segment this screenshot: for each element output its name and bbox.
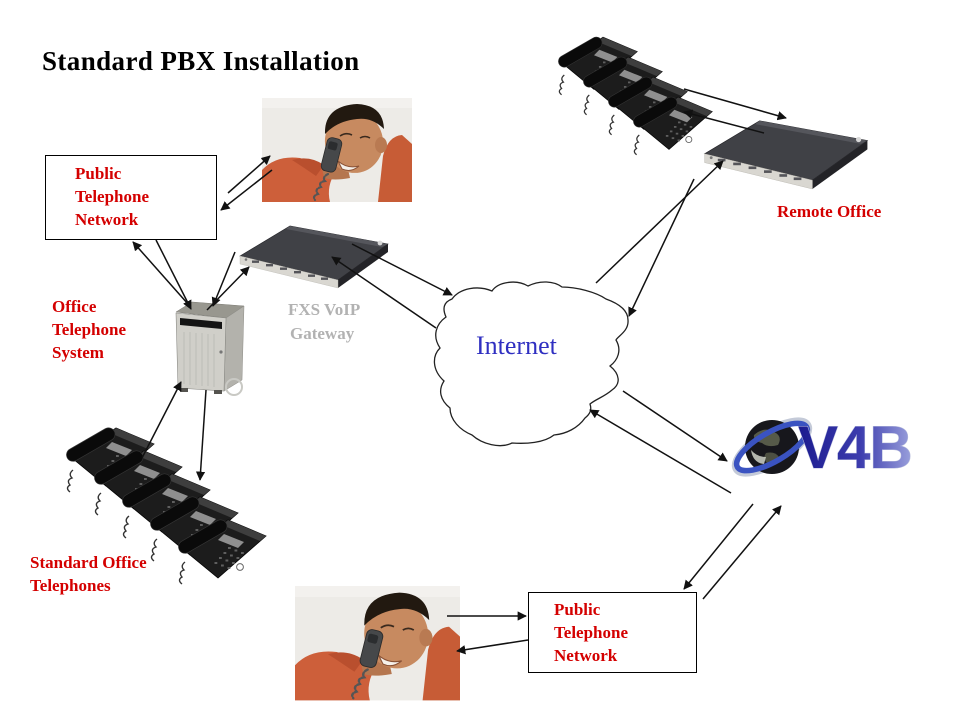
ptn-top-line-2: Telephone <box>75 187 150 206</box>
connector-arrow <box>132 241 189 305</box>
sot-line-1: Standard Office <box>30 553 147 572</box>
connector-arrow <box>220 169 273 211</box>
ots-line-1: Office <box>52 297 97 316</box>
internet-cloud <box>433 281 629 447</box>
remote-office-label: Remote Office <box>777 202 882 221</box>
connector-arrow <box>595 160 724 284</box>
connector-arrow <box>211 251 236 307</box>
remote-office-telephones-stack <box>555 34 713 156</box>
ptn-bottom-line-3: Network <box>554 646 618 665</box>
fxs-line-2: Gateway <box>290 324 355 343</box>
slide-title: Standard PBX Installation <box>42 46 360 76</box>
connector-arrow <box>155 239 192 310</box>
ptn-bottom-line-1: Public <box>554 600 601 619</box>
ptn-top-line-1: Public <box>75 164 122 183</box>
ptn-top-line-3: Network <box>75 210 139 229</box>
connector-arrow <box>683 109 765 134</box>
ots-line-2: Telephone <box>52 320 127 339</box>
office-telephone-system-label: Office Telephone System <box>52 295 126 364</box>
connector-arrow <box>628 178 695 317</box>
caller-photo-bottom <box>293 584 462 702</box>
connector-arrows <box>132 88 787 655</box>
internet-label: Internet <box>476 331 557 360</box>
connector-arrow <box>589 409 732 494</box>
fxs-voip-gateway-label: FXS VoIP Gateway <box>288 298 360 346</box>
v4b-logo: V4B <box>731 414 913 482</box>
fxs-line-1: FXS VoIP <box>288 300 361 319</box>
ptn-bottom-line-2: Telephone <box>554 623 629 642</box>
connector-arrow <box>195 389 207 481</box>
fxs-voip-gateway-device <box>239 225 389 289</box>
public-telephone-network-top-box: Public Telephone Network <box>45 155 217 240</box>
connector-arrow <box>702 505 782 600</box>
standard-office-telephones-label: Standard Office Telephones <box>30 551 147 597</box>
pbx-cabinet <box>175 301 245 396</box>
public-telephone-network-bottom-box: Public Telephone Network <box>528 592 697 673</box>
connector-arrow <box>456 639 529 655</box>
remote-office-gateway-device <box>704 120 868 190</box>
connector-arrow <box>227 155 271 194</box>
connector-arrow <box>622 390 728 462</box>
connector-arrow <box>351 243 453 296</box>
connector-arrow <box>683 88 787 121</box>
connector-arrow <box>331 256 437 329</box>
connector-arrow <box>141 381 182 459</box>
sot-line-2: Telephones <box>30 576 111 595</box>
connector-arrow <box>683 503 754 590</box>
ots-line-3: System <box>52 343 104 362</box>
v4b-logo-text: V4B <box>798 414 912 481</box>
caller-photo-top <box>260 96 414 204</box>
